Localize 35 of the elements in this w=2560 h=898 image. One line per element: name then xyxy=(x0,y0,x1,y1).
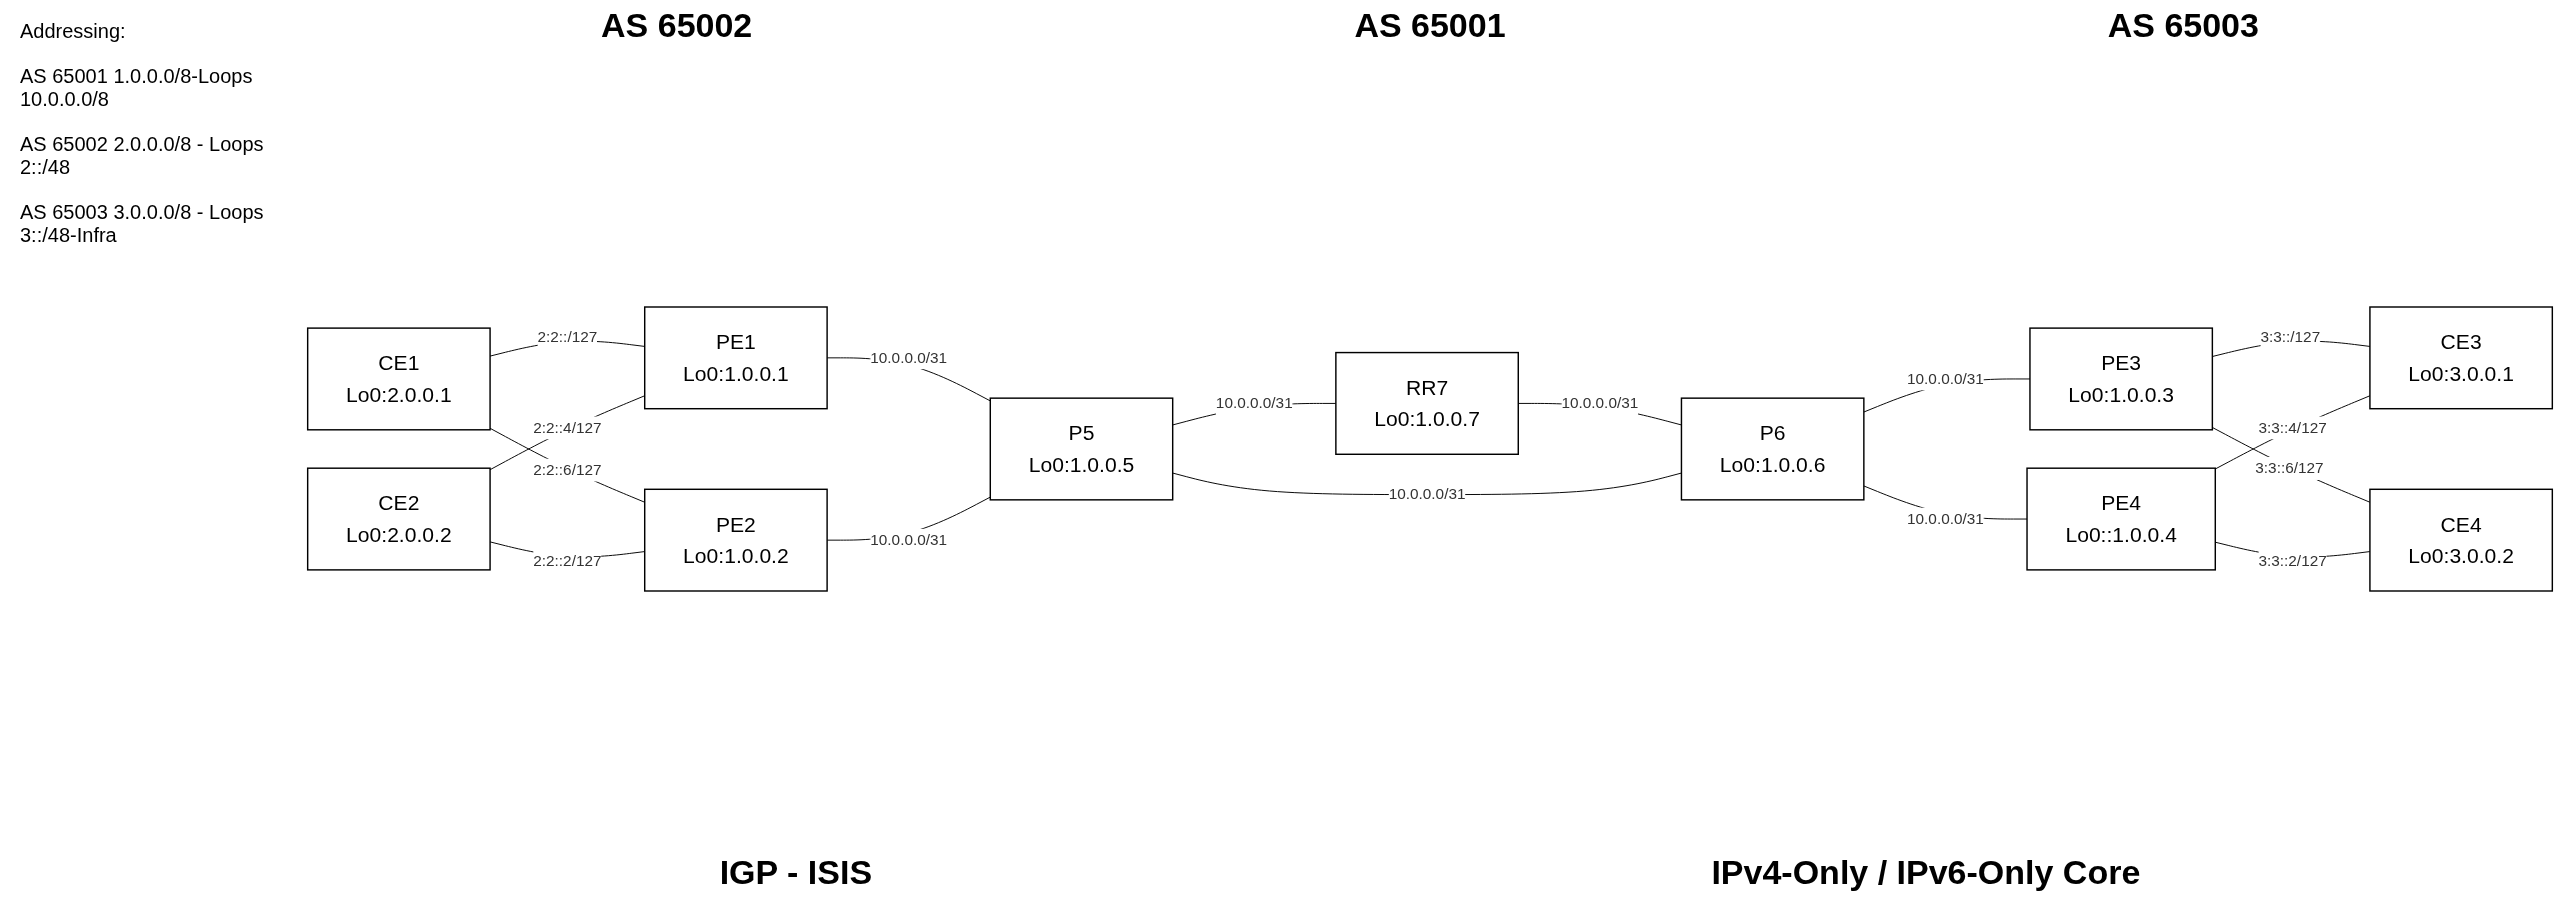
edge-label: 3:3::/127 xyxy=(2260,328,2321,345)
edge-label: 10.0.0.0/31 xyxy=(1907,510,1984,527)
edge-label: 3:3::2/127 xyxy=(2258,552,2327,569)
edge-label: 2:2::6/127 xyxy=(533,461,602,478)
node-box: PE1 Lo0:1.0.0.1 xyxy=(644,306,828,410)
as-label: AS 65002 xyxy=(601,6,753,45)
node-box: P6 Lo0:1.0.0.6 xyxy=(1680,397,1865,501)
addressing-note: AS 65002 2.0.0.0/8 - Loops 2::/48 xyxy=(20,133,265,179)
node-box: PE3 Lo0:1.0.0.3 xyxy=(2029,327,2214,431)
edge-label: 10.0.0.0/31 xyxy=(1907,370,1984,387)
edge-label: 2:2::2/127 xyxy=(533,552,602,569)
edge-label: 2:2::4/127 xyxy=(533,419,602,436)
edge-label: 10.0.0.0/31 xyxy=(1388,485,1466,503)
node-box: CE3 Lo0:3.0.0.1 xyxy=(2369,306,2554,410)
node-box: P5 Lo0:1.0.0.5 xyxy=(989,397,1174,501)
node-box: CE4 Lo0:3.0.0.2 xyxy=(2369,488,2554,592)
core-label: IPv4-Only / IPv6-Only Core xyxy=(1711,853,2141,892)
as-label: AS 65001 xyxy=(1354,6,1506,45)
edge-label: 10.0.0.0/31 xyxy=(1561,394,1639,412)
edge-label: 10.0.0.0/31 xyxy=(1215,394,1293,412)
core-label: IGP - ISIS xyxy=(719,853,873,892)
node-box: CE2 Lo0:2.0.0.2 xyxy=(306,467,491,571)
node-box: PE2 Lo0:1.0.0.2 xyxy=(644,488,828,592)
addressing-heading: Addressing: xyxy=(20,20,127,43)
edge-label: 10.0.0.0/31 xyxy=(870,349,948,366)
addressing-note: AS 65003 3.0.0.0/8 - Loops 3::/48-Infra xyxy=(20,201,265,247)
edge-label: 3:3::4/127 xyxy=(2258,419,2327,436)
edge-label: 2:2::/127 xyxy=(537,328,598,345)
node-box: RR7 Lo0:1.0.0.7 xyxy=(1335,351,1519,455)
node-box: PE4 Lo0::1.0.0.4 xyxy=(2026,467,2216,571)
edge-label: 10.0.0.0/31 xyxy=(870,531,948,548)
node-box: CE1 Lo0:2.0.0.1 xyxy=(306,327,491,431)
addressing-note: AS 65001 1.0.0.0/8-Loops 10.0.0.0/8 xyxy=(20,65,254,111)
as-label: AS 65003 xyxy=(2107,6,2259,45)
edge-label: 3:3::6/127 xyxy=(2255,459,2324,477)
